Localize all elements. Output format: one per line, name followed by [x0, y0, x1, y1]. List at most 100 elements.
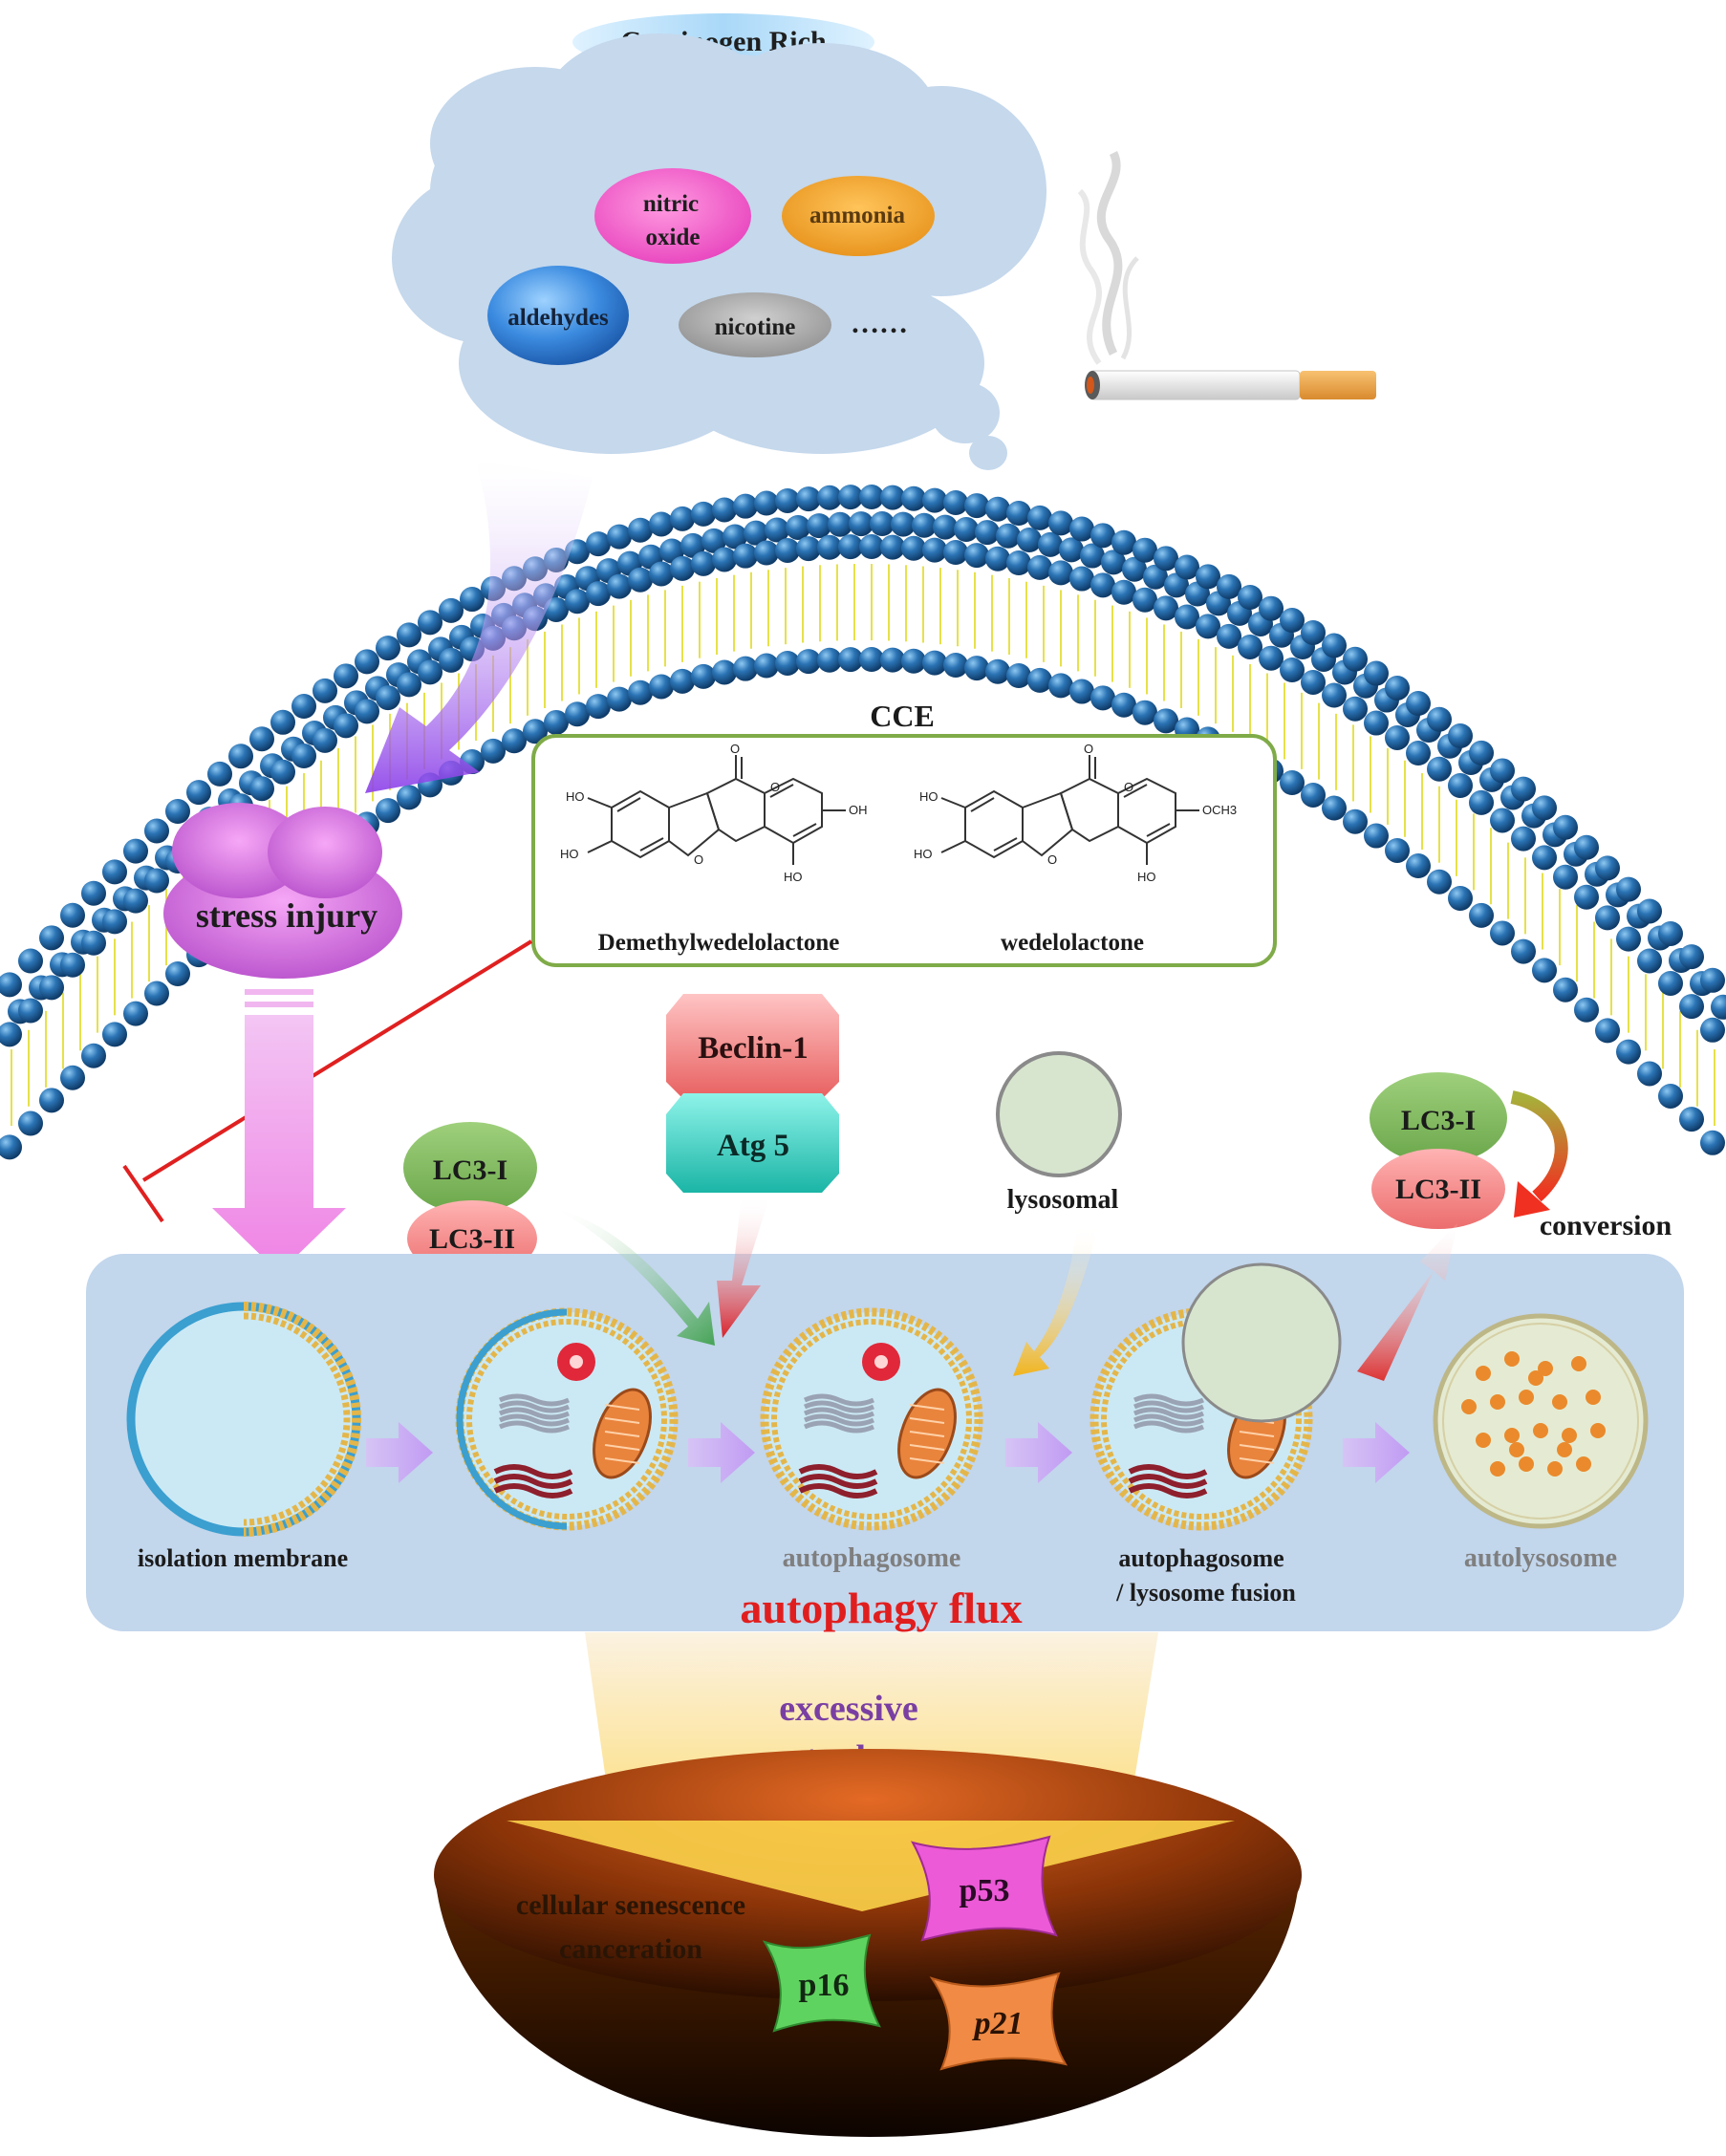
- dmw-atom-oh: OH: [849, 803, 868, 817]
- dmw-atom-o-1: O: [730, 742, 740, 756]
- lipid-head: [607, 686, 632, 712]
- lipid-head: [1069, 516, 1094, 542]
- stage-label-autophagosome: autophagosome: [783, 1543, 961, 1573]
- lipid-head: [817, 647, 842, 673]
- wed-atom-ho-2: HO: [914, 847, 933, 861]
- golgi-icon: [803, 1413, 875, 1427]
- lipid-head: [1364, 710, 1389, 736]
- stage-label-autolysosome: autolysosome: [1464, 1543, 1617, 1573]
- lipid-head: [1553, 864, 1578, 890]
- lipid-head: [922, 537, 947, 563]
- lipid-head: [1322, 682, 1347, 708]
- lipid-head: [1679, 944, 1704, 970]
- lipid-head: [1280, 770, 1305, 796]
- lipid-head: [817, 485, 842, 510]
- lipid-head: [60, 902, 85, 928]
- digested-particle: [1576, 1456, 1591, 1472]
- lipid-head: [628, 679, 653, 705]
- lipid-head: [880, 647, 905, 673]
- lipid-head: [291, 694, 316, 720]
- lipid-head: [270, 709, 295, 735]
- stage-arrow: [1343, 1422, 1410, 1483]
- lipid-head: [1532, 958, 1557, 983]
- lipid-head: [901, 485, 926, 511]
- lipid-head: [313, 678, 337, 703]
- lipid-head: [0, 1022, 22, 1047]
- lipid-head: [439, 597, 464, 623]
- lipid-head: [891, 511, 916, 537]
- digested-particle: [1476, 1366, 1491, 1381]
- digested-particle: [1586, 1390, 1601, 1405]
- p16-label: p16: [799, 1968, 850, 2003]
- atg-feed-arrow: [717, 1195, 770, 1338]
- lipid-head: [607, 524, 632, 550]
- lipid-head: [880, 485, 905, 510]
- lc3-i-bubble: [403, 1122, 537, 1214]
- lipid-head: [81, 880, 106, 906]
- golgi-icon: [1133, 1393, 1205, 1407]
- lipid-head: [1343, 646, 1368, 672]
- lipid-head: [796, 486, 821, 512]
- lipid-head: [1511, 776, 1536, 802]
- lipid-head: [165, 799, 190, 825]
- lipid-head: [964, 493, 989, 519]
- lipid-head: [481, 738, 506, 764]
- digested-particle: [1504, 1351, 1520, 1367]
- lipid-head: [1027, 505, 1052, 530]
- lipid-head: [376, 798, 400, 824]
- lipid-head: [1059, 537, 1084, 563]
- lipid-head: [1448, 723, 1473, 748]
- wed-atom-o-2: O: [1124, 780, 1133, 794]
- lipid-head: [1006, 663, 1031, 689]
- lipid-head: [1111, 692, 1136, 718]
- lipid-head: [1711, 994, 1726, 1020]
- p53-badge: [911, 1835, 1058, 1942]
- wedelolactone-structure: [940, 755, 1199, 865]
- lipid-head: [1080, 543, 1105, 569]
- lipid-head: [1427, 756, 1452, 782]
- lipid-head: [754, 653, 779, 679]
- lipid-head: [355, 649, 379, 675]
- lipid-head: [123, 1001, 148, 1026]
- lipid-head: [1343, 808, 1368, 834]
- lipid-head: [1385, 675, 1410, 701]
- lipid-head: [60, 952, 85, 978]
- digested-particle: [1509, 1442, 1524, 1457]
- lipid-head: [0, 972, 22, 998]
- lipid-head: [1280, 608, 1305, 634]
- lipid-head: [1658, 920, 1683, 946]
- atg5-label: Atg 5: [717, 1129, 789, 1163]
- lipid-head: [912, 512, 937, 538]
- lipid-head: [1700, 1017, 1725, 1043]
- lipid-head: [1574, 997, 1599, 1023]
- golgi-icon: [1133, 1420, 1205, 1434]
- lc3-feed-arrow: [550, 1206, 715, 1346]
- stress-arrow: [212, 989, 346, 1273]
- lipid-head: [1532, 845, 1557, 871]
- autolysosome-stage: [1433, 1313, 1649, 1529]
- lipid-head: [355, 699, 379, 724]
- lipid-head: [249, 726, 274, 752]
- lipid-head: [754, 540, 779, 566]
- lipid-head: [586, 581, 611, 607]
- lipid-head: [1490, 758, 1515, 784]
- dmw-name: Demethylwedelolactone: [598, 930, 840, 956]
- lipid-head: [1406, 691, 1431, 717]
- lipid-head: [765, 517, 789, 543]
- lipid-head: [901, 648, 926, 674]
- lipid-head: [418, 659, 442, 685]
- cigarette-icon: [1077, 150, 1376, 400]
- lipid-head: [1700, 967, 1725, 993]
- p21-label: p21: [972, 2006, 1024, 2041]
- lc3-i-label: LC3-I: [433, 1154, 507, 1186]
- lipid-head: [1679, 994, 1704, 1020]
- wed-name: wedelolactone: [1001, 930, 1144, 956]
- lipid-head: [1101, 550, 1126, 575]
- golgi-icon: [1133, 1400, 1205, 1413]
- er-icon: [493, 1464, 573, 1479]
- lipid-head: [1469, 902, 1494, 928]
- lc3-up-arrow: [1357, 1223, 1457, 1381]
- dmw-atom-ho-3: HO: [784, 870, 803, 884]
- lipid-head: [775, 537, 800, 563]
